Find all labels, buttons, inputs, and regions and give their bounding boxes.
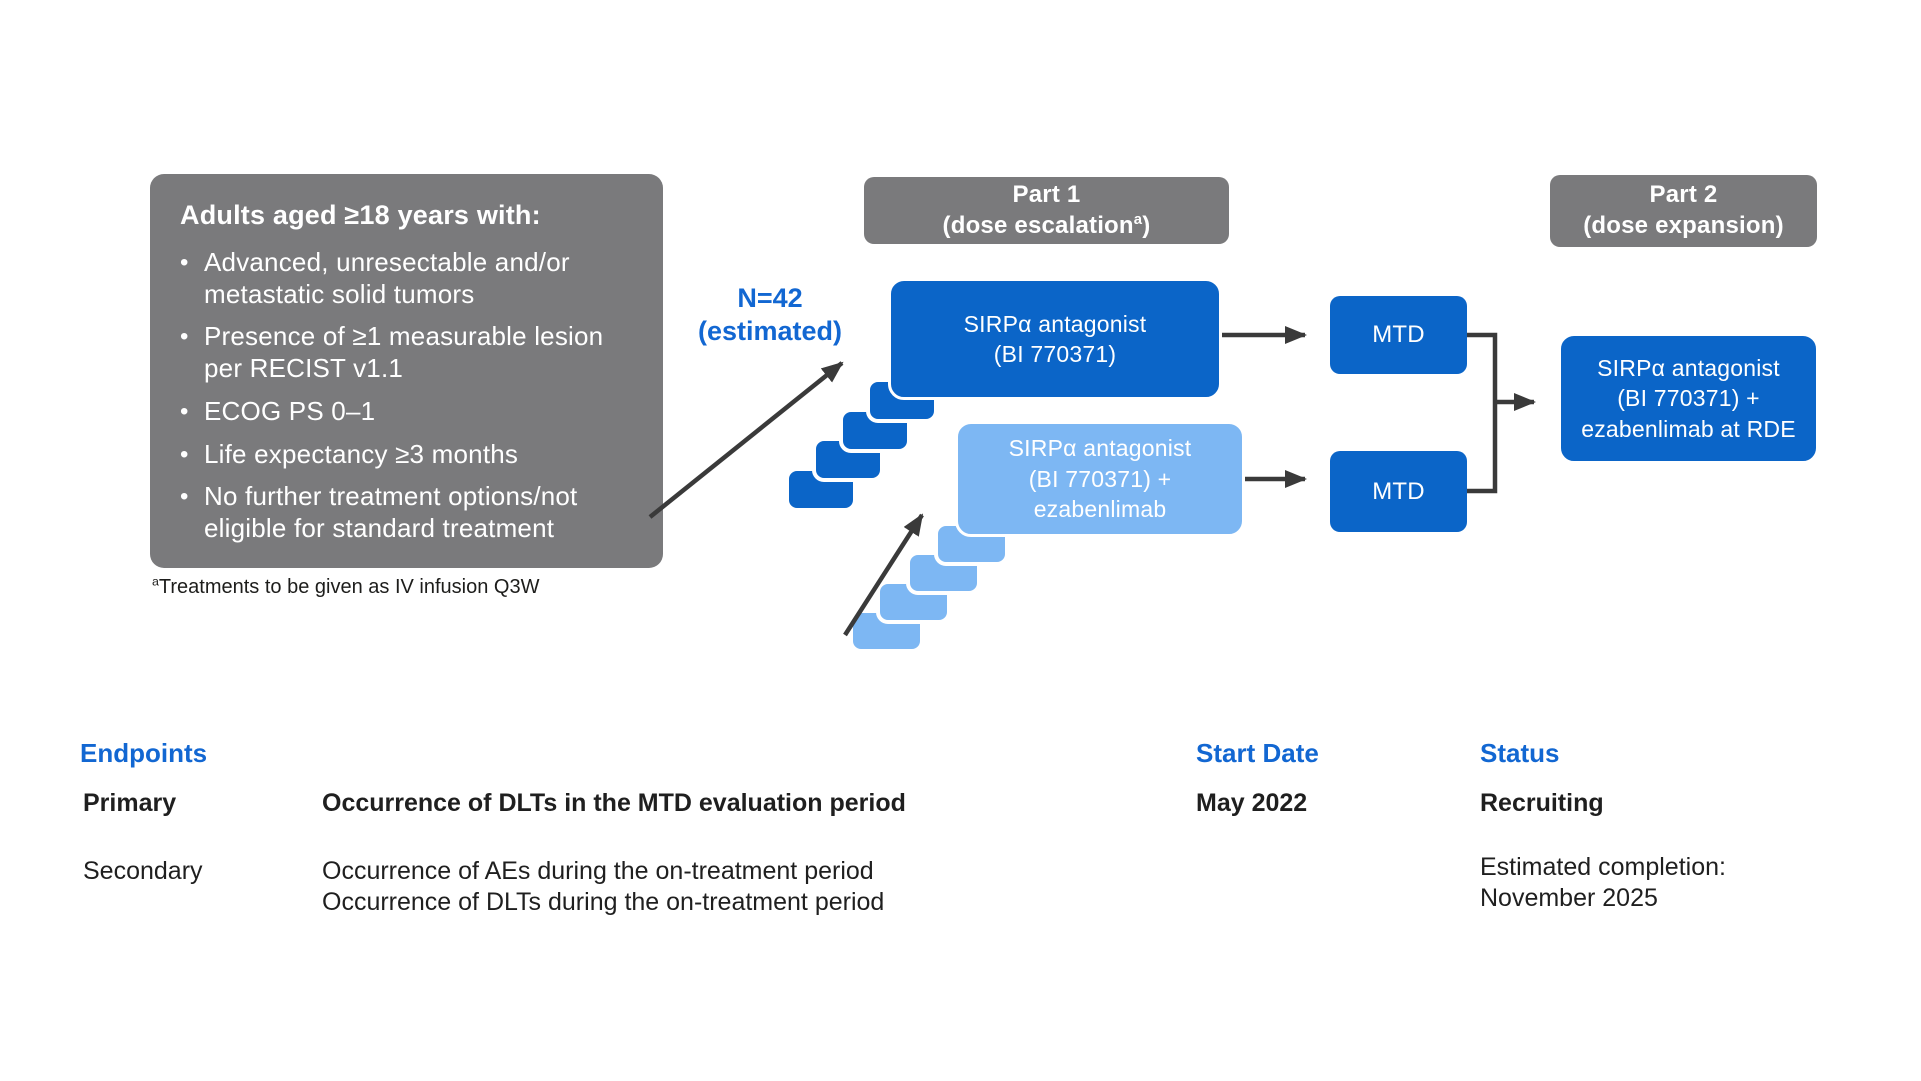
criteria-item-text: Life expectancy ≥3 months	[204, 438, 519, 469]
secondary-endpoint-label: Secondary	[83, 857, 203, 885]
status-value: Recruiting	[1480, 789, 1604, 817]
footnote: aTreatments to be given as IV infusion Q…	[152, 574, 540, 599]
part2-title: Part 2	[1649, 181, 1718, 209]
criteria-item: • ECOG PS 0–1	[180, 396, 635, 428]
estimated-completion-line-2: November 2025	[1480, 884, 1658, 912]
status-header: Status	[1480, 738, 1560, 768]
criteria-item-text: Advanced, unresectable and/or metastatic…	[204, 247, 570, 309]
secondary-endpoint-line-2: Occurrence of DLTs during the on-treatme…	[322, 888, 885, 916]
criteria-heading: Adults aged ≥18 years with:	[180, 200, 541, 230]
criteria-item: • No further treatment options/not eligi…	[180, 481, 635, 544]
expansion-arm-box: SIRPα antagonist (BI 770371) + ezabenlim…	[1558, 333, 1819, 464]
primary-endpoint-label: Primary	[83, 789, 177, 817]
arm-monotherapy-box: SIRPα antagonist (BI 770371)	[888, 278, 1222, 400]
secondary-endpoint-line-1: Occurrence of AEs during the on-treatmen…	[322, 857, 874, 885]
eligibility-criteria-box: Adults aged ≥18 years with: • Advanced, …	[150, 174, 663, 568]
criteria-item: • Presence of ≥1 measurable lesion per R…	[180, 321, 635, 384]
criteria-item: • Advanced, unresectable and/or metastat…	[180, 247, 635, 310]
mtd-box-monotherapy: MTD	[1330, 296, 1467, 374]
start-date-value: May 2022	[1196, 789, 1308, 817]
arm-combination-box: SIRPα antagonist (BI 770371) + ezabenlim…	[955, 421, 1245, 537]
criteria-item-text: ECOG PS 0–1	[204, 395, 376, 426]
bullet-icon: •	[180, 483, 189, 511]
part2-subtitle: (dose expansion)	[1583, 212, 1784, 239]
bullet-icon: •	[180, 440, 189, 468]
part1-footnote-marker: a	[1133, 211, 1143, 228]
part1-header: Part 1 (dose escalationa)	[864, 177, 1229, 244]
footnote-marker: a	[152, 574, 159, 589]
bullet-icon: •	[180, 397, 189, 425]
bullet-icon: •	[180, 323, 189, 351]
estimated-completion-line-1: Estimated completion:	[1480, 853, 1726, 881]
primary-endpoint-value: Occurrence of DLTs in the MTD evaluation…	[322, 789, 906, 817]
footnote-text: Treatments to be given as IV infusion Q3…	[158, 576, 540, 598]
part1-subtitle: (dose escalationa)	[942, 211, 1151, 239]
sample-size-qualifier: (estimated)	[697, 315, 843, 346]
start-date-header: Start Date	[1196, 738, 1319, 768]
criteria-item-text: No further treatment options/not eligibl…	[204, 481, 578, 544]
part1-title: Part 1	[1012, 180, 1081, 208]
criteria-item-text: Presence of ≥1 measurable lesion per REC…	[204, 321, 604, 384]
mtd-box-combination: MTD	[1330, 451, 1467, 532]
sample-size-value: N=42	[737, 283, 803, 313]
part2-header: Part 2 (dose expansion)	[1550, 175, 1817, 247]
secondary-endpoints-value: Occurrence of AEs during the on-treatmen…	[322, 856, 884, 918]
merge-bracket	[1467, 332, 1498, 494]
estimated-completion: Estimated completion: November 2025	[1480, 852, 1726, 914]
criteria-item: • Life expectancy ≥3 months	[180, 439, 635, 471]
endpoints-header: Endpoints	[80, 738, 208, 768]
bullet-icon: •	[180, 249, 189, 276]
sample-size-label: N=42 (estimated)	[668, 282, 872, 348]
